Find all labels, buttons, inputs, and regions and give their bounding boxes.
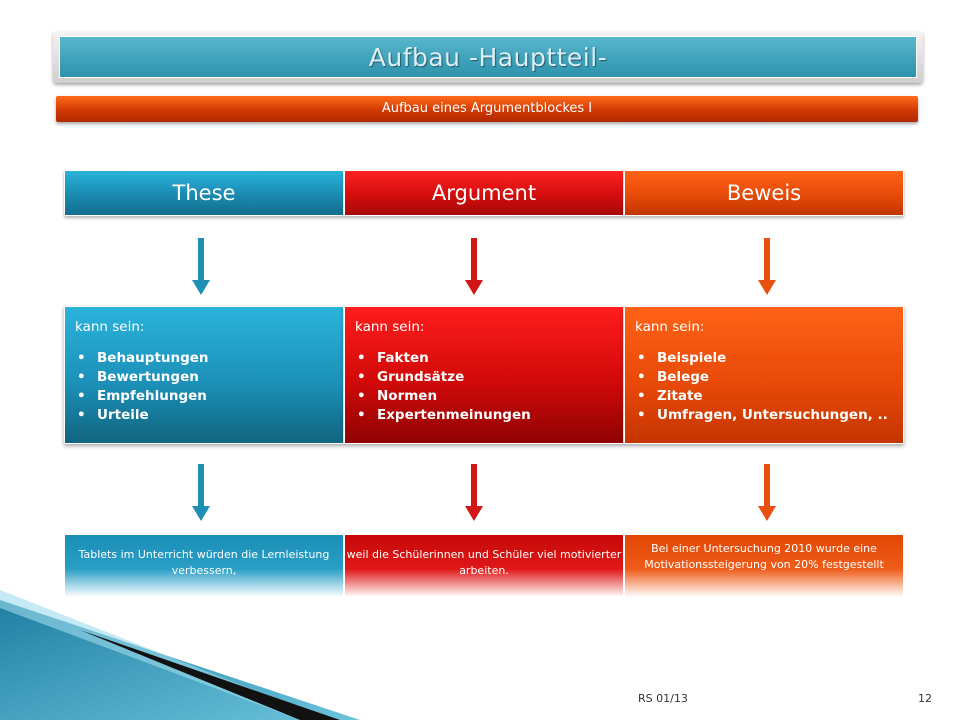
footer-label: RS 01/13 <box>638 692 688 705</box>
bullet: • <box>637 407 646 423</box>
slide-title: Aufbau -Hauptteil- <box>368 43 608 72</box>
bullet: • <box>77 369 86 385</box>
these-example: Tablets im Unterricht würden die Lernlei… <box>64 534 344 598</box>
list-item: •Umfragen, Untersuchungen, .. <box>637 407 888 423</box>
box-lead: kann sein: <box>355 319 425 335</box>
beweis-content-box: kann sein: •Beispiele •Belege •Zitate •U… <box>624 306 904 444</box>
bullet: • <box>357 350 366 366</box>
bullet: • <box>77 350 86 366</box>
corner-decoration <box>0 590 360 720</box>
arrow-down-icon <box>192 464 210 521</box>
list-item: •Beispiele <box>637 350 727 366</box>
header-argument: Argument <box>344 170 624 216</box>
list-item: •Grundsätze <box>357 369 465 385</box>
title-frame: Aufbau -Hauptteil- <box>53 31 923 83</box>
bullet: • <box>77 407 86 423</box>
list-item: •Fakten <box>357 350 429 366</box>
list-item: •Expertenmeinungen <box>357 407 531 423</box>
list-item: •Urteile <box>77 407 149 423</box>
arrow-down-icon <box>465 238 483 295</box>
bullet: • <box>357 388 366 404</box>
argument-example: weil die Schülerinnen und Schüler viel m… <box>344 534 624 598</box>
bullet: • <box>357 369 366 385</box>
header-beweis: Beweis <box>624 170 904 216</box>
list-item: •Behauptungen <box>77 350 209 366</box>
arrow-down-icon <box>465 464 483 521</box>
bullet-list: •Behauptungen •Bewertungen •Empfehlungen… <box>75 349 343 425</box>
list-item: •Bewertungen <box>77 369 199 385</box>
title-bar: Aufbau -Hauptteil- <box>59 36 917 78</box>
list-item: •Normen <box>357 388 438 404</box>
bullet: • <box>637 350 646 366</box>
arrow-down-icon <box>758 238 776 295</box>
beweis-example: Bei einer Untersuchung 2010 wurde eine M… <box>624 534 904 598</box>
box-lead: kann sein: <box>75 319 145 335</box>
bullet: • <box>357 407 366 423</box>
bullet: • <box>77 388 86 404</box>
these-content-box: kann sein: •Behauptungen •Bewertungen •E… <box>64 306 344 444</box>
bullet: • <box>637 388 646 404</box>
bullet: • <box>637 369 646 385</box>
box-lead: kann sein: <box>635 319 705 335</box>
bullet-list: •Fakten •Grundsätze •Normen •Expertenmei… <box>355 349 623 425</box>
list-item: •Belege <box>637 369 710 385</box>
arrow-down-icon <box>758 464 776 521</box>
slide-subtitle: Aufbau eines Argumentblockes I <box>56 96 918 122</box>
list-item: •Zitate <box>637 388 703 404</box>
page-number: 12 <box>918 692 932 705</box>
bullet-list: •Beispiele •Belege •Zitate •Umfragen, Un… <box>635 349 903 425</box>
header-these: These <box>64 170 344 216</box>
list-item: •Empfehlungen <box>77 388 207 404</box>
argument-content-box: kann sein: •Fakten •Grundsätze •Normen •… <box>344 306 624 444</box>
arrow-down-icon <box>192 238 210 295</box>
